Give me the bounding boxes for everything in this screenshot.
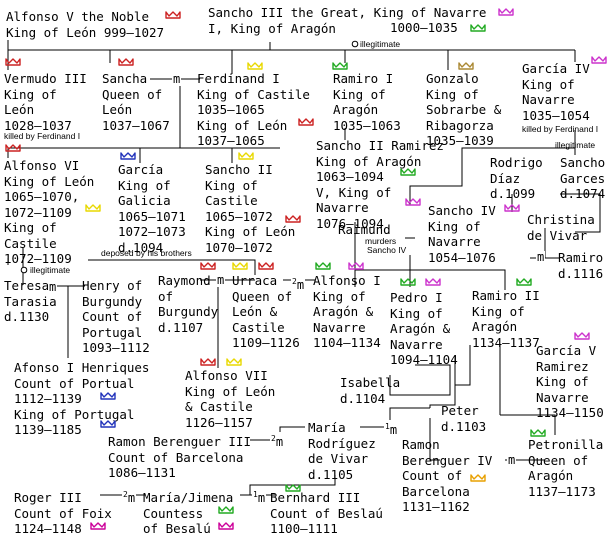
crown-icon [574, 332, 590, 340]
crown-icon [285, 484, 301, 492]
crown-icon [238, 152, 254, 160]
crown-icon [458, 62, 474, 70]
note-murders-target: Sancho IV [367, 245, 407, 255]
crown-icon [530, 429, 546, 437]
crown-icon [200, 262, 216, 270]
marriage-sancha-ferdinand: m [172, 72, 182, 86]
marriage-christina-ramiro: m [536, 250, 546, 264]
crown-icon [218, 506, 234, 514]
note-murders: murders [365, 236, 397, 246]
marriage-maria-peter: 1m [384, 420, 399, 437]
illegitimate-dot-icon [351, 40, 359, 48]
crown-icon [470, 24, 486, 32]
illegitimate-dot-icon [20, 266, 28, 274]
crown-icon [348, 262, 364, 270]
marriage-maria-bernhard: 1m [252, 488, 267, 505]
crown-icon [232, 262, 248, 270]
crown-icon [5, 58, 21, 66]
crown-icon [285, 215, 301, 223]
crown-icon [218, 522, 234, 530]
crown-icon [247, 62, 263, 70]
crown-icon [120, 152, 136, 160]
marriage-teresa-henry: m [48, 280, 58, 294]
crown-icon [100, 392, 116, 400]
crown-icon [5, 144, 21, 152]
crown-icon [298, 118, 314, 126]
note-killed-garcia: killed by Ferdinand I [522, 124, 599, 134]
crown-icon [504, 204, 520, 212]
marriage-roger-maria: 2m [122, 488, 137, 505]
crown-icon [400, 168, 416, 176]
crown-icon [258, 262, 274, 270]
person-sancho-iii-years: 1000–1035 [390, 20, 458, 35]
crown-icon [118, 58, 134, 66]
marriage-ramon-iv-petronilla: m [507, 453, 517, 467]
crown-icon [516, 278, 532, 286]
note-illegitimate-ramiro: illegitimate [360, 39, 401, 49]
marriage-urraca-alfonso-i: 2m [291, 275, 306, 292]
crown-icon [200, 358, 216, 366]
person-raimund: Raimund [338, 222, 391, 237]
marriage-raymond-urraca: m [216, 273, 226, 287]
crown-icon [498, 8, 514, 16]
note-illegitimate-sancho: illegitimate [555, 140, 596, 150]
note-illegitimate-teresa: illegitimate [30, 265, 71, 275]
marriage-ramon-maria: 2m [270, 432, 285, 449]
crown-icon [425, 278, 441, 286]
crown-icon [85, 204, 101, 212]
crown-icon [400, 278, 416, 286]
crown-icon [226, 358, 242, 366]
crown-icon [100, 420, 116, 428]
note-deposed: deposed by his brothers [101, 248, 192, 258]
crown-icon [332, 62, 348, 70]
crown-icon [591, 56, 607, 64]
note-killed-vermudo: killed by Ferdinand I [4, 131, 81, 141]
crown-icon [165, 11, 181, 19]
crown-icon [90, 522, 106, 530]
crown-icon [405, 198, 421, 206]
crown-icon [470, 474, 486, 482]
crown-icon [315, 262, 331, 270]
